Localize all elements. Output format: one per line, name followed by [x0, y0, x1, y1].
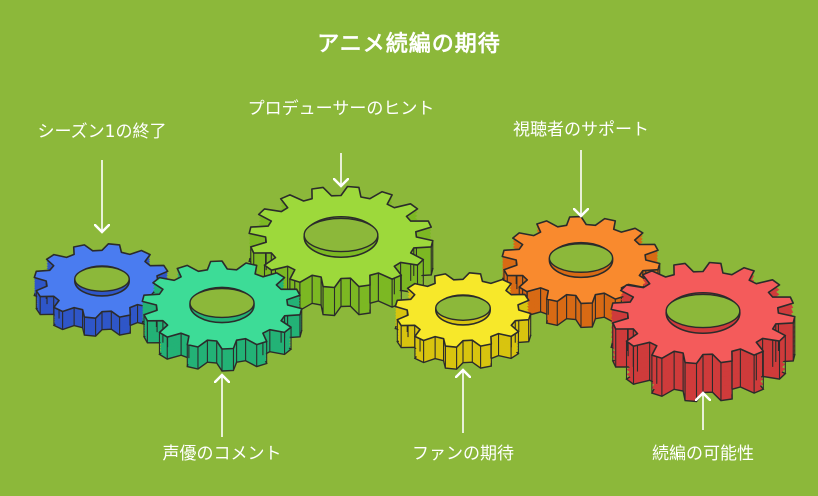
label-voice-comment: 声優のコメント — [162, 444, 282, 464]
label-season1-end: シーズン1の終了 — [37, 122, 167, 142]
label-fan-expectation: ファンの期待 — [412, 444, 514, 464]
label-studio-support: 視聴者のサポート — [513, 120, 649, 140]
gear-season1-end — [33, 243, 171, 337]
label-sequel-possibility: 続編の可能性 — [652, 444, 754, 464]
gear-voice-comment — [141, 260, 303, 372]
gear-fan-expectation — [394, 271, 532, 370]
label-producer-hint: プロデューサーのヒント — [247, 99, 435, 119]
diagram-title: アニメ続編の期待 — [317, 32, 501, 57]
gear-sequel-possibility — [610, 261, 796, 403]
gear-producer-hint — [248, 185, 434, 317]
